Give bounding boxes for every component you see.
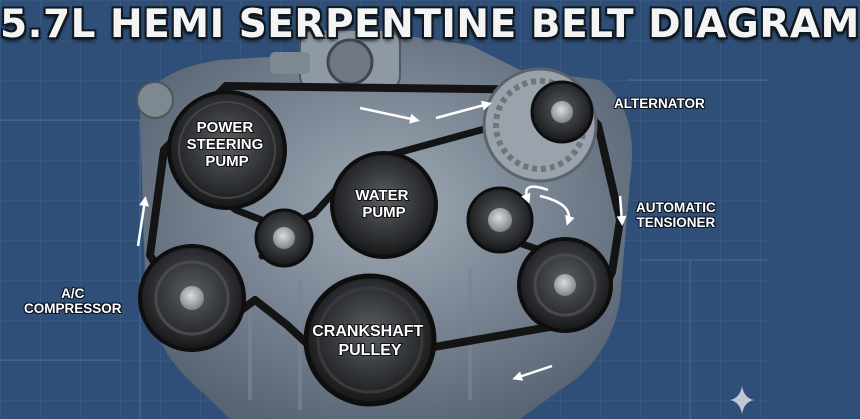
arrow-bottom-right	[512, 364, 553, 381]
ac-compressor-label: A/C COMPRESSOR	[24, 286, 122, 316]
arrow-tensioner-arc-2	[539, 194, 575, 226]
blueprint-lines	[0, 79, 768, 419]
ac-compressor-pulley	[138, 244, 246, 352]
arrow-left-upward	[136, 196, 150, 247]
sparkle-icon	[730, 386, 754, 414]
diagram-title: 5.7L HEMI SERPENTINE BELT DIAGRAM	[0, 2, 860, 47]
rotation-arrows	[136, 100, 627, 381]
crankshaft-pulley	[303, 273, 437, 407]
ac-compressor-line-1: A/C	[61, 286, 85, 301]
arrow-tensioner-down	[616, 195, 627, 226]
arrow-tensioner-arc-1	[521, 185, 549, 204]
tensioner-pulley	[466, 186, 534, 254]
ac-compressor-line-2: COMPRESSOR	[24, 301, 122, 316]
water-pump-pulley	[330, 151, 438, 259]
arrow-belt-top-2	[435, 100, 492, 120]
arrow-belt-top-1	[359, 106, 420, 124]
power-steering-pump-pulley	[167, 90, 287, 210]
water-pump-label: WATER PUMP	[355, 187, 412, 221]
automatic-tensioner-label: AUTOMATIC TENSIONER	[636, 200, 716, 230]
alternator-pulley	[530, 80, 594, 144]
automatic-tensioner-line-1: AUTOMATIC	[636, 200, 716, 215]
alternator-label: ALTERNATOR	[614, 96, 705, 111]
crankshaft-pulley-label: CRANKSHAFT PULLEY	[312, 323, 428, 359]
idler-pulley-right	[517, 237, 613, 333]
belt-diagram: POWER STEERING PUMP WATER PUMP CRANKSHAF…	[0, 0, 768, 419]
alternator-label-text: ALTERNATOR	[614, 96, 705, 111]
power-steering-pump-label: POWER STEERING PUMP	[187, 119, 268, 170]
idler-pulley-left	[254, 208, 314, 268]
automatic-tensioner-line-2: TENSIONER	[636, 215, 716, 230]
